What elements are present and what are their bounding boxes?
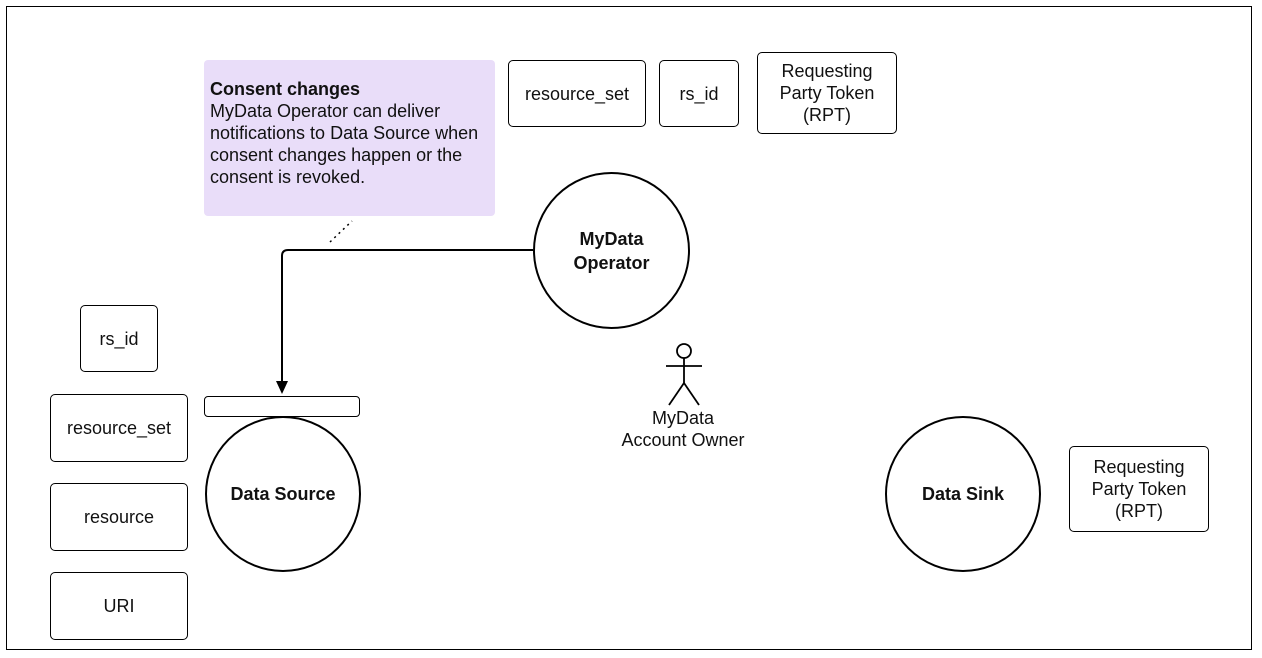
sink-rpt-box: Requesting Party Token (RPT) [1069,446,1209,532]
mydata-operator-node: MyData Operator [533,172,690,329]
note-title: Consent changes [210,79,361,99]
source-rs-id-box: rs_id [80,305,158,372]
operator-rs-id-box: rs_id [659,60,739,127]
data-sink-node: Data Sink [885,416,1041,572]
note-body: MyData Operator can deliver notification… [210,101,479,187]
note-anchor-dotted-line [329,220,353,243]
operator-rpt-box: Requesting Party Token (RPT) [757,52,897,134]
arrow-head-icon [276,381,288,394]
operator-resource-set-box: resource_set [508,60,646,127]
account-owner-figure-icon [666,343,702,406]
operator-to-source-connector [281,249,533,383]
data-source-endpoint-bar [204,396,360,417]
source-resource-box: resource [50,483,188,551]
data-source-node: Data Source [205,416,361,572]
consent-changes-note: Consent changes MyData Operator can deli… [204,60,495,216]
diagram-frame [6,6,1252,650]
source-uri-box: URI [50,572,188,640]
account-owner-label: MyData Account Owner [621,408,745,450]
source-resource-set-box: resource_set [50,394,188,462]
